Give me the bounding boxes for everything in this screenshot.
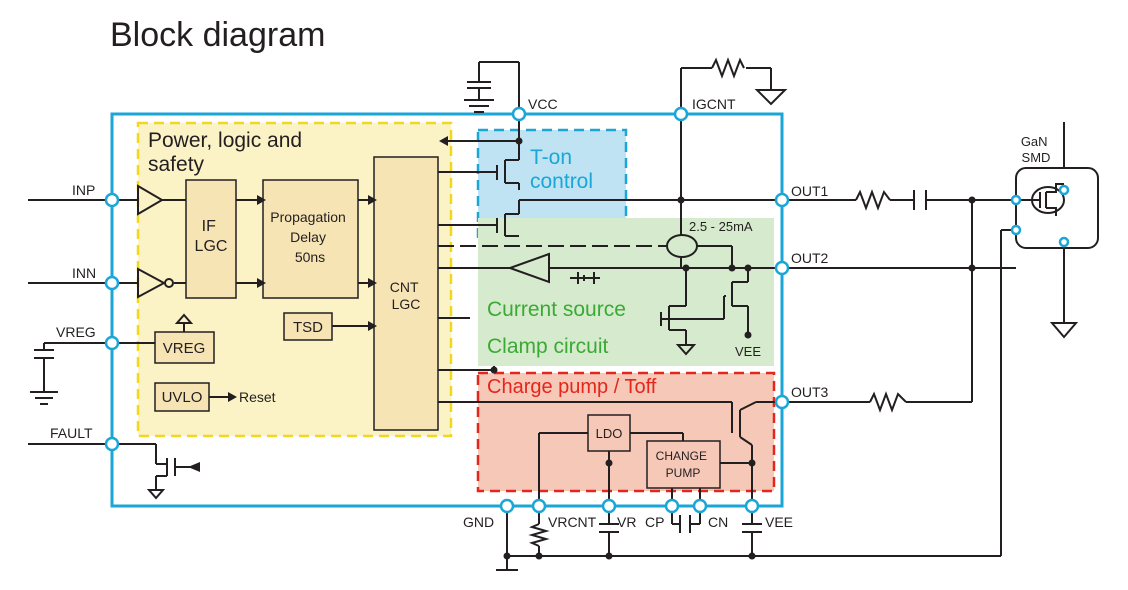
arrow-icon xyxy=(257,195,266,205)
vee-capacitor xyxy=(742,523,762,533)
charge-pump-label: Charge pump / Toff xyxy=(487,376,657,398)
arrow-icon xyxy=(439,136,448,146)
pin-label-gnd: GND xyxy=(463,514,494,530)
fault-arrow-icon xyxy=(188,462,200,472)
current-range-label: 2.5 - 25mA xyxy=(689,219,753,234)
junction-dots xyxy=(490,137,1068,560)
vee-internal-label: VEE xyxy=(735,344,761,359)
pin-label-cn: CN xyxy=(708,514,728,530)
pin-vee xyxy=(744,498,760,514)
wires xyxy=(28,61,1065,571)
pin-label-vrcnt: VRCNT xyxy=(548,514,597,530)
pin-inn xyxy=(104,275,120,291)
inp-buffer-icon xyxy=(137,184,164,216)
if-lgc-label: IF LGC xyxy=(195,218,228,255)
propagation-delay-label: Propagation Delay 50ns xyxy=(270,209,349,265)
inn-inverter-icon xyxy=(137,267,167,299)
pin-label-fault: FAULT xyxy=(50,425,93,441)
arrow-icon xyxy=(228,392,237,402)
igcnt-resistor xyxy=(711,57,745,79)
out1-capacitor xyxy=(913,190,927,210)
pin-vreg xyxy=(104,335,120,351)
out1-resistor xyxy=(855,189,891,211)
pin-out2 xyxy=(774,260,790,276)
pin-label-vee: VEE xyxy=(765,514,793,530)
arrow-icon xyxy=(257,278,266,288)
ldo-block xyxy=(587,414,631,452)
vreg-capacitor xyxy=(34,349,54,359)
change-pump-block xyxy=(646,440,721,489)
ic-outline xyxy=(110,112,784,508)
current-source-icon xyxy=(666,234,698,258)
tsd-label: TSD xyxy=(293,319,323,336)
vreg-block xyxy=(154,331,215,364)
arrow-icon xyxy=(368,321,377,331)
pin-label-out3: OUT3 xyxy=(791,384,829,400)
vreg-arrow-icon xyxy=(174,313,194,324)
tsd-block xyxy=(283,312,333,341)
out3-resistor xyxy=(869,391,907,413)
power-region-label: Power, logic and safety xyxy=(148,129,308,176)
pin-label-igcnt: IGCNT xyxy=(692,96,736,112)
pin-label-out2: OUT2 xyxy=(791,250,829,266)
clamp-ground-icon xyxy=(675,344,697,356)
vrcnt-resistor xyxy=(528,523,550,547)
gan-gate-pad xyxy=(1010,194,1022,206)
pin-igcnt xyxy=(673,106,689,122)
gan-source-pad xyxy=(1010,224,1022,236)
if-lgc-block xyxy=(185,179,237,299)
cnt-lgc-block xyxy=(373,156,439,431)
pin-gnd xyxy=(499,498,515,514)
vreg-block-label: VREG xyxy=(163,340,206,357)
pin-fault xyxy=(104,436,120,452)
gan-drain-pad xyxy=(1058,184,1070,196)
vcc-capacitor xyxy=(467,81,491,89)
ic-pins xyxy=(104,106,790,514)
ldo-label: LDO xyxy=(596,426,623,441)
propagation-delay-block xyxy=(262,179,359,299)
pin-label-vr: VR xyxy=(617,514,636,530)
current-source-clamp-region xyxy=(478,218,774,366)
fault-ground-icon xyxy=(146,489,166,500)
clamp-circuit-label: Clamp circuit xyxy=(487,335,609,358)
pin-vr xyxy=(601,498,617,514)
pin-label-vcc: VCC xyxy=(528,96,558,112)
pin-label-inn: INN xyxy=(72,265,96,281)
pin-cn xyxy=(692,498,708,514)
diagram-title: Block diagram xyxy=(110,16,325,54)
vcc-ground-icon xyxy=(464,99,494,113)
pin-inp xyxy=(104,192,120,208)
vreg-ground-icon xyxy=(30,391,58,405)
current-source-label: Current source xyxy=(487,298,626,321)
igcnt-ground-icon xyxy=(754,89,788,106)
change-pump-label: CHANGE PUMP xyxy=(656,449,711,480)
inverter-bubble-icon xyxy=(164,278,174,288)
buffer-ground-icon xyxy=(577,272,595,284)
pin-out1 xyxy=(774,192,790,208)
uvlo-label: UVLO xyxy=(162,389,203,406)
gan-transistor-icon xyxy=(1016,183,1065,216)
pin-out3 xyxy=(774,394,790,410)
vr-capacitor xyxy=(599,523,619,533)
reset-label: Reset xyxy=(239,389,276,405)
pin-label-out1: OUT1 xyxy=(791,183,829,199)
gan-ks-pad xyxy=(1058,236,1070,248)
pin-vcc xyxy=(511,106,527,122)
gan-ground-icon xyxy=(1049,322,1079,339)
cp-cn-capacitor xyxy=(679,515,691,533)
pin-labels: INP INN VREG FAULT VCC IGCNT OUT1 OUT2 O… xyxy=(50,96,829,530)
pin-label-vreg: VREG xyxy=(56,324,96,340)
pin-label-cp: CP xyxy=(645,514,664,530)
t-on-label: T-on control xyxy=(530,146,593,193)
arrow-icon xyxy=(368,278,377,288)
pin-label-inp: INP xyxy=(72,182,95,198)
gan-smd-label: GaN SMD xyxy=(1021,134,1051,165)
pin-vrcnt xyxy=(531,498,547,514)
pin-cp xyxy=(664,498,680,514)
cnt-lgc-label: CNT LGC xyxy=(390,279,422,312)
clamp-buffer-icon xyxy=(507,252,550,284)
arrow-icon xyxy=(368,195,377,205)
